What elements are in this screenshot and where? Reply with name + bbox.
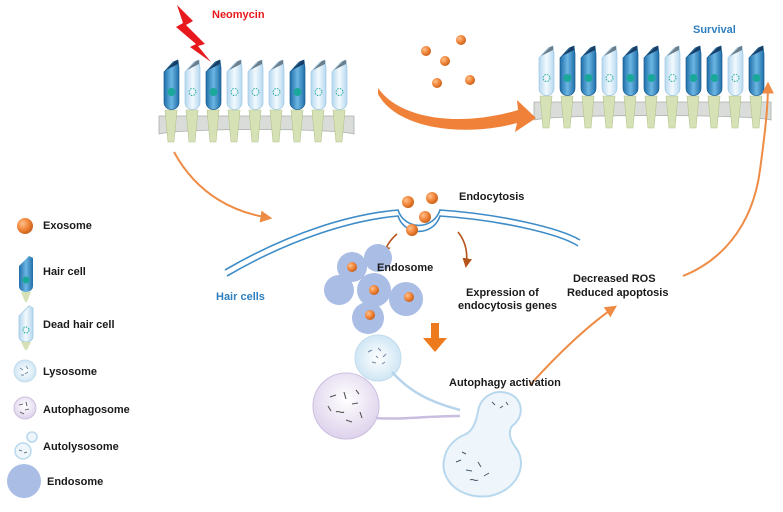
autophagy-pathway <box>312 334 522 498</box>
endocytosis-exosomes <box>402 192 438 236</box>
legend-icons <box>7 218 41 498</box>
dead-hair-cell <box>268 59 285 143</box>
ros-label-line2: Reduced apoptosis <box>567 287 669 299</box>
exosome-icon <box>17 218 33 234</box>
hair-cell <box>289 59 306 143</box>
dead-hair-cell <box>226 59 243 143</box>
hair-cell <box>205 59 222 143</box>
dead-hair-cell <box>247 59 264 143</box>
dead-hair-cell <box>184 59 201 143</box>
hair-cell <box>580 45 597 129</box>
autolysosome-icon <box>14 431 38 460</box>
legend-autolysosome-label: Autolysosome <box>43 441 119 453</box>
dead-hair-cell <box>310 59 327 143</box>
lightning-bolt-icon <box>176 5 211 62</box>
expression-label-line2: endocytosis genes <box>458 300 558 312</box>
hair-cell <box>706 45 723 129</box>
legend-hair-cell-label: Hair cell <box>43 266 86 278</box>
uptake-arrow <box>173 151 273 223</box>
legend-dead-hair-cell-label: Dead hair cell <box>43 319 115 331</box>
dead-hair-cell <box>664 45 681 129</box>
hair-cell <box>622 45 639 129</box>
endosome-cluster <box>324 244 423 334</box>
ros-to-survival-arrow <box>682 81 774 277</box>
hair-cell <box>748 45 765 129</box>
treatment-arrow <box>378 88 536 132</box>
expression-label-line1: Expression of <box>466 287 539 299</box>
hair-cell <box>163 59 180 143</box>
lysosome-icon <box>13 359 37 383</box>
legend-endosome-label: Endosome <box>47 476 104 488</box>
ros-label-line1: Decreased ROS <box>573 273 656 285</box>
autophagosome-icon <box>13 396 37 420</box>
dead-hair-cell <box>538 45 555 129</box>
dead-hair-cell <box>601 45 618 129</box>
down-arrow-icon <box>423 323 447 352</box>
dead-hair-cell <box>727 45 744 129</box>
endosome-icon <box>7 464 41 498</box>
hair-cell <box>685 45 702 129</box>
legend-exosome-label: Exosome <box>43 220 92 232</box>
dead-hair-cell-icon <box>18 305 34 350</box>
hair-cell <box>643 45 660 129</box>
survival-label: Survival <box>693 24 736 36</box>
legend-lysosome-label: Lysosome <box>43 366 98 378</box>
hair-cell-icon <box>19 256 33 302</box>
surviving-epithelium <box>533 45 772 129</box>
to-expression-arrow <box>457 231 472 268</box>
exosome-cluster <box>421 35 475 88</box>
autophagy-to-ros-arrow <box>529 305 617 386</box>
legend-autophagosome-label: Autophagosome <box>43 404 130 416</box>
hair-cell <box>559 45 576 129</box>
damaged-epithelium <box>158 59 355 143</box>
endosome-label: Endosome <box>377 262 434 274</box>
hair-cells-label: Hair cells <box>216 291 265 303</box>
autophagy-label: Autophagy activation <box>449 377 561 389</box>
dead-hair-cell <box>331 59 348 143</box>
endocytosis-label: Endocytosis <box>459 191 525 203</box>
neomycin-label: Neomycin <box>212 9 265 21</box>
